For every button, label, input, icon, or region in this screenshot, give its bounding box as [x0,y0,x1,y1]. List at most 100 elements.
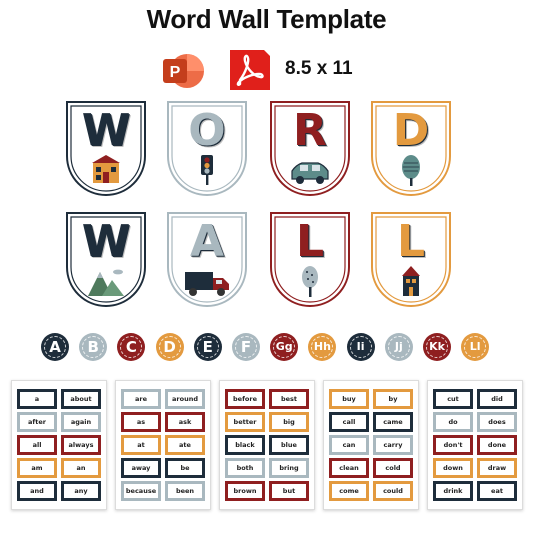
word-tile: be [165,458,205,478]
tree-icon [371,153,451,189]
circle-label: Ll [469,340,481,353]
word-tile: as [121,412,161,432]
car-icon [270,153,350,189]
word-tile: buy [329,389,369,409]
pennant-letter: L [295,216,325,267]
word-tile: down [433,458,473,478]
letter-circle: Gg [270,333,299,361]
word-tile: don't [433,435,473,455]
word-tile: ate [165,435,205,455]
pennant-letter: W [81,105,131,156]
word-tile: away [121,458,161,478]
pennant: L [270,212,350,307]
word-tile: both [225,458,265,478]
word-tile: cold [373,458,413,478]
pennant-letter: R [293,105,327,156]
circle-label: B [87,338,99,356]
circle-label: Hh [313,340,331,353]
mountains-icon [66,264,146,300]
word-tile: call [329,412,369,432]
word-tile: about [61,389,101,409]
circle-label: Ii [356,340,365,353]
word-tile: by [373,389,413,409]
letter-circle: Kk [423,333,451,361]
word-tile: done [477,435,517,455]
word-tile: always [61,435,101,455]
format-row: P 8.5 x 11 [0,48,533,92]
pennant-letter: A [189,216,225,267]
word-tile: did [477,389,517,409]
traffic-light-icon [167,153,247,189]
word-tile: am [17,458,57,478]
powerpoint-icon: P [161,52,205,90]
word-tile: been [165,481,205,501]
word-tile: draw [477,458,517,478]
pennant: D [371,101,451,196]
word-tile: does [477,412,517,432]
letter-circle: A [41,333,69,361]
letter-circle: Ll [461,333,490,361]
circle-label: C [125,338,137,356]
word-tile: eat [477,481,517,501]
word-tile: a [17,389,57,409]
house-tall-icon [371,264,451,300]
powerpoint-letter: P [170,64,181,81]
circle-label: Jj [394,340,403,353]
word-tile: and [17,481,57,501]
word-tile: drink [433,481,473,501]
word-tile: black [225,435,265,455]
circle-label: D [163,338,176,356]
word-tile: could [373,481,413,501]
word-tile: cut [433,389,473,409]
word-tile: any [61,481,101,501]
word-tile: ask [165,412,205,432]
word-tile: brown [225,481,265,501]
circle-label: Gg [275,340,293,353]
word-tile: but [269,481,309,501]
circle-label: A [49,338,61,356]
house-icon [66,153,146,189]
pennant: R [270,101,350,196]
pennant: L [371,212,451,307]
word-tile: carry [373,435,413,455]
pennant: O [167,101,247,196]
page-title: Word Wall Template [146,4,387,34]
truck-icon [167,264,247,300]
circle-label: F [240,338,252,356]
letter-circle: B [79,333,108,361]
word-tile: at [121,435,161,455]
pennant: A [167,212,247,307]
letter-circle: Hh [308,333,337,361]
word-tile: clean [329,458,369,478]
word-tile: can [329,435,369,455]
letter-circle: Jj [384,333,413,361]
word-tile: are [121,389,161,409]
word-tile: after [17,412,57,432]
word-tile: before [225,389,265,409]
pennant-letter: L [396,216,426,267]
size-label: 8.5 x 11 [285,58,353,79]
word-tile: again [61,412,101,432]
letter-circle: C [117,333,146,361]
letter-circle: D [155,333,184,361]
word-tile: all [17,435,57,455]
pennant-letter: O [188,105,226,156]
word-tile: bring [269,458,309,478]
word-tile: an [61,458,101,478]
circle-label: Kk [429,340,445,353]
pennant-letter: D [392,105,430,156]
word-tile: come [329,481,369,501]
word-tile: blue [269,435,309,455]
pennant: W [66,101,146,196]
pdf-icon [226,48,272,92]
letter-circle: E [193,333,222,361]
circle-label: E [202,338,213,356]
word-tile: better [225,412,265,432]
word-tile: came [373,412,413,432]
pennant: W [66,212,146,307]
word-tile: big [269,412,309,432]
